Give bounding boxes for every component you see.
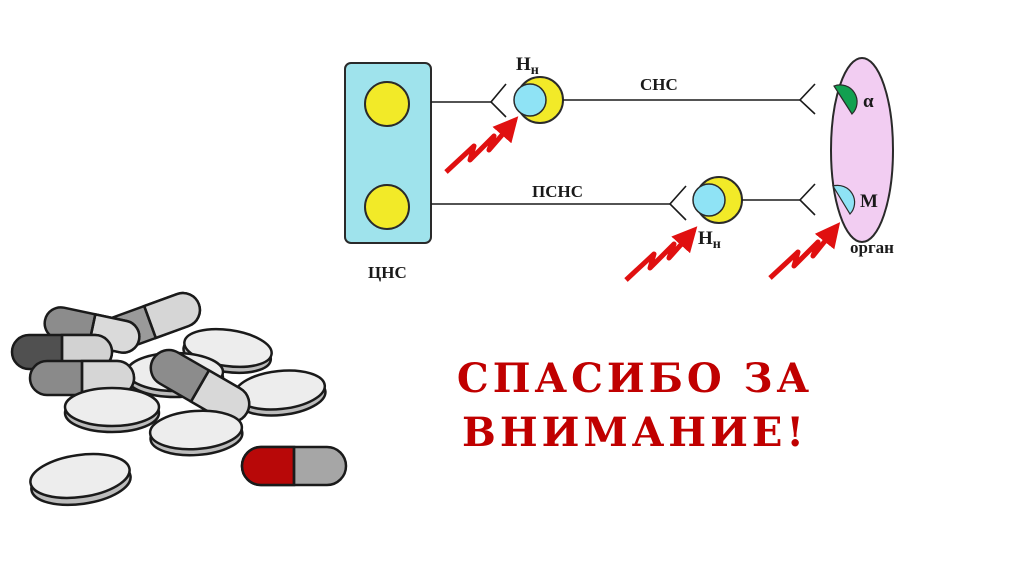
ganglion-top: [513, 76, 564, 124]
psns-label: ПСНС: [532, 182, 583, 201]
synapse-top-organ: [798, 83, 816, 115]
drug-arrow-organ: [768, 222, 841, 280]
capsule: [149, 348, 251, 424]
synapse-top-ganglion: [489, 83, 507, 118]
tablet: [63, 386, 161, 434]
drug-arrow-bottom-ganglion: [624, 226, 698, 282]
ganglion-bottom: [692, 176, 743, 224]
ganglion-bottom-label: Нн: [698, 228, 721, 252]
sns-label: СНС: [640, 75, 678, 94]
synapse-bottom-ganglion: [668, 185, 687, 221]
receptor-m-label: М: [860, 191, 878, 212]
pills-icon: [10, 291, 348, 507]
autonomic-diagram: ЦНС Нн СНС ПСНС Нн α М орга: [344, 54, 894, 282]
receptor-m: [832, 184, 856, 215]
tablet: [233, 369, 327, 417]
ganglion-top-label: Нн: [516, 54, 539, 78]
tablet: [29, 452, 132, 507]
synapse-bottom-organ: [798, 183, 816, 216]
organ-label: орган: [850, 238, 894, 257]
cns-neuron-bottom: [364, 184, 410, 230]
cns-neuron-top: [364, 81, 410, 127]
receptor-alpha: [833, 84, 858, 115]
thank-you-line-2: ВНИМАНИЕ!: [462, 409, 808, 456]
capsule: [28, 359, 136, 397]
thank-you-message: СПАСИБО ЗА ВНИМАНИЕ!: [440, 352, 830, 460]
drug-arrow-top: [444, 116, 519, 174]
cns-label: ЦНС: [368, 263, 407, 282]
thank-you-line-1: СПАСИБО ЗА: [456, 355, 814, 402]
tablet: [148, 409, 244, 457]
receptor-alpha-label: α: [863, 91, 874, 112]
capsule-red: [240, 445, 348, 487]
